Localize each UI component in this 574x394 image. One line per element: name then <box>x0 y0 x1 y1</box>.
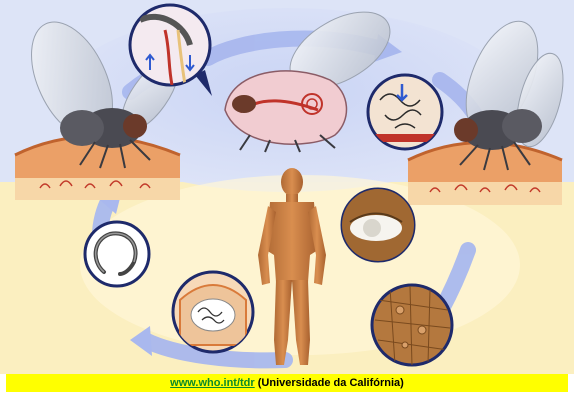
coiled-worm-icon <box>85 222 149 286</box>
nodule-closeup-icon <box>173 272 253 352</box>
skin-slab-left-icon <box>15 137 180 201</box>
skin-slab-right-icon <box>408 143 562 206</box>
skin-closeup-icon <box>372 285 452 366</box>
who-link[interactable]: www.who.int/tdr <box>170 377 255 389</box>
caption-bar: www.who.int/tdr (Universidade da Califór… <box>6 374 568 392</box>
credit-text: (Universidade da Califórnia) <box>255 377 404 389</box>
